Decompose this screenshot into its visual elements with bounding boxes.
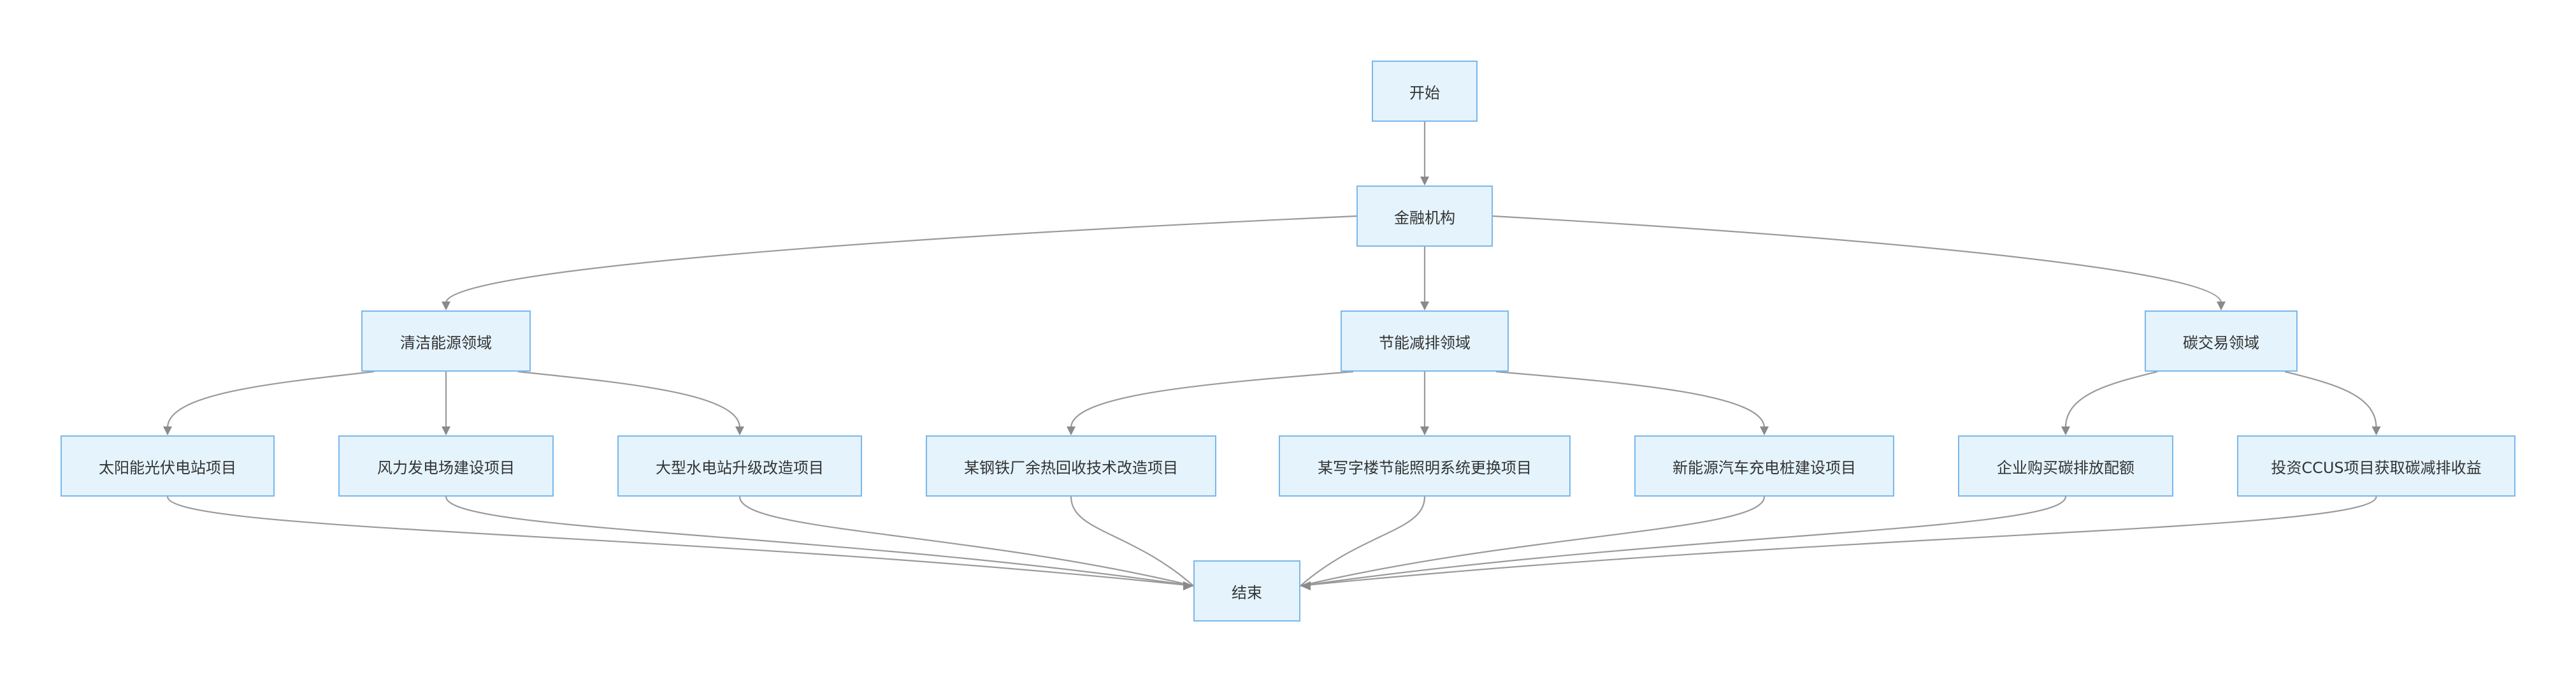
edge-carbon_trading-to-buy_quota <box>2064 370 2158 428</box>
edge-steel-to-end <box>1070 496 1194 586</box>
node-wind: 风力发电场建设项目 <box>338 435 554 497</box>
edge-energy_saving-to-steel <box>1070 370 1354 428</box>
node-end: 结束 <box>1193 560 1300 622</box>
edge-finance-to-clean_energy <box>445 215 1357 303</box>
edge-ev-to-end <box>1300 496 1766 587</box>
arrowhead-ccus-to-end <box>1300 581 1311 590</box>
edge-solar-to-end <box>166 496 1194 587</box>
edge-hydro-to-end <box>738 496 1194 587</box>
edge-wind-to-end <box>445 496 1194 587</box>
node-buy-quota: 企业购买碳排放配额 <box>1958 435 2173 497</box>
node-clean-energy: 清洁能源领域 <box>361 310 531 372</box>
arrowhead-finance-to-energy_saving <box>1420 302 1429 310</box>
arrowhead-clean_energy-to-hydro <box>735 426 744 435</box>
node-office: 某写字楼节能照明系统更换项目 <box>1279 435 1571 497</box>
arrowhead-finance-to-clean_energy <box>442 302 450 310</box>
node-ccus: 投资CCUS项目获取碳减排收益 <box>2237 435 2515 497</box>
node-finance: 金融机构 <box>1356 186 1493 247</box>
arrowhead-energy_saving-to-office <box>1420 426 1429 435</box>
node-ev: 新能源汽车充电桩建设项目 <box>1634 435 1894 497</box>
arrowhead-start-to-finance <box>1420 177 1429 186</box>
node-steel: 某钢铁厂余热回收技术改造项目 <box>926 435 1216 497</box>
node-start: 开始 <box>1372 61 1478 122</box>
arrowhead-finance-to-carbon_trading <box>2217 302 2226 310</box>
node-energy-saving: 节能减排领域 <box>1341 310 1509 372</box>
edge-buy_quota-to-end <box>1300 496 2067 587</box>
arrowhead-clean_energy-to-wind <box>442 426 450 435</box>
arrowhead-carbon_trading-to-buy_quota <box>2061 426 2070 435</box>
edge-clean_energy-to-solar <box>166 370 375 428</box>
arrowhead-steel-to-end <box>1183 581 1193 590</box>
edge-finance-to-carbon_trading <box>1492 215 2222 303</box>
edge-ccus-to-end <box>1300 496 2377 587</box>
node-solar: 太阳能光伏电站项目 <box>61 435 275 497</box>
node-carbon-trading: 碳交易领域 <box>2145 310 2298 372</box>
arrowhead-carbon_trading-to-ccus <box>2371 426 2381 435</box>
edge-energy_saving-to-ev <box>1495 370 1766 428</box>
edge-clean_energy-to-hydro <box>517 370 741 428</box>
edge-office-to-end <box>1300 496 1426 586</box>
node-hydro: 大型水电站升级改造项目 <box>617 435 862 497</box>
edge-carbon_trading-to-ccus <box>2284 370 2377 428</box>
arrowhead-energy_saving-to-ev <box>1760 426 1769 435</box>
arrowhead-energy_saving-to-steel <box>1067 426 1076 435</box>
arrowhead-clean_energy-to-solar <box>163 426 172 435</box>
